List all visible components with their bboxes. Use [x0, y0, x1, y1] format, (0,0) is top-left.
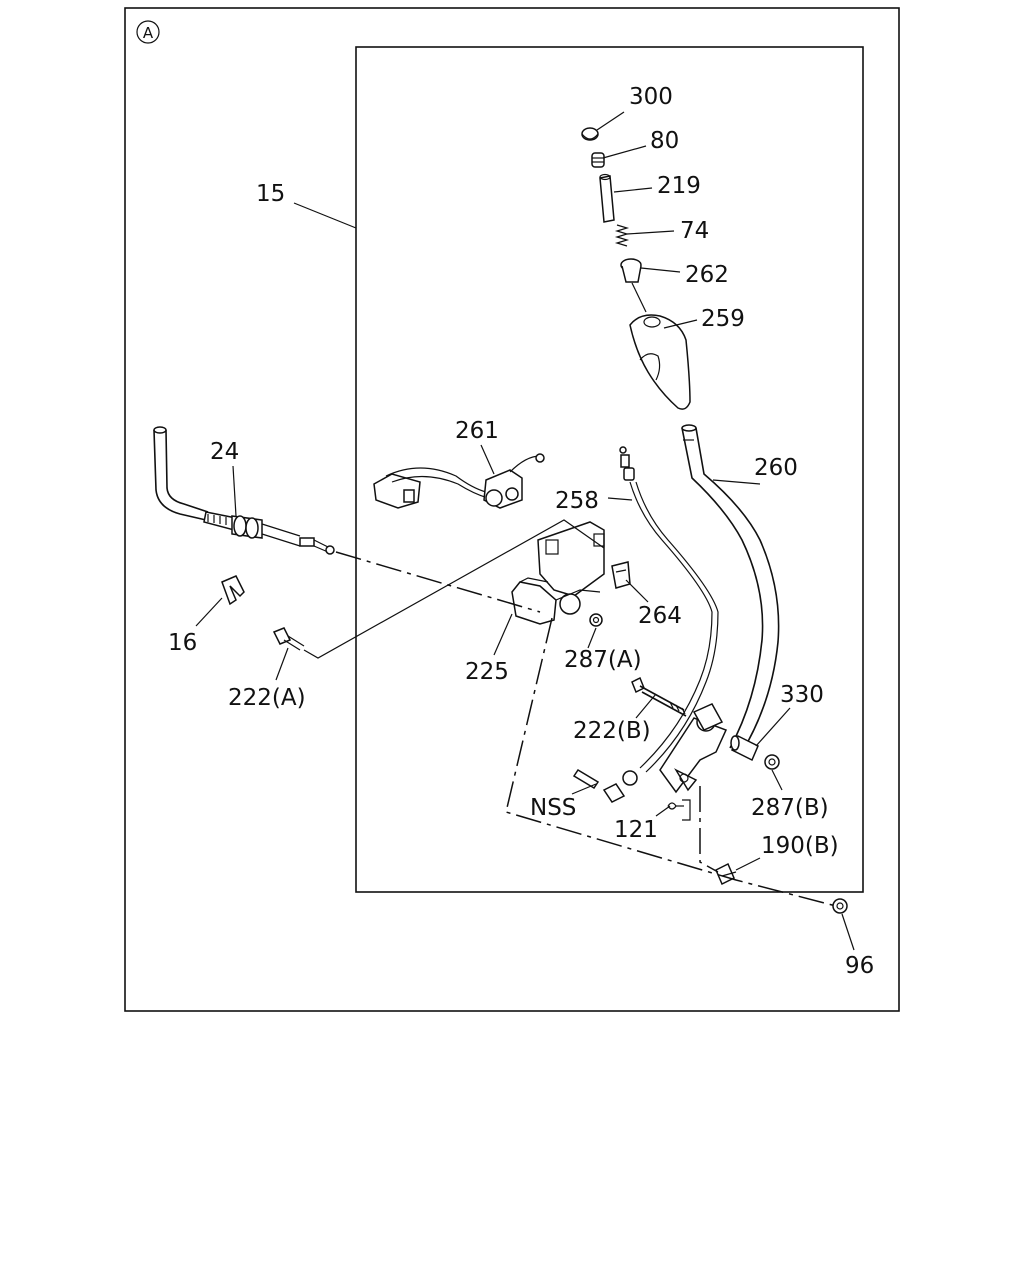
nut-part-80 [591, 152, 605, 168]
phantom-line-bolt-190 [699, 786, 719, 873]
phantom-line-bolt-a [303, 519, 605, 659]
callout-nss: NSS [530, 795, 576, 821]
callout-287b: 287(B) [751, 795, 829, 821]
clip-part-264 [611, 561, 631, 589]
callout-264: 264 [638, 603, 682, 629]
callout-300: 300 [629, 84, 673, 110]
callout-80: 80 [650, 128, 679, 154]
pin-part-219 [599, 173, 615, 223]
svg-text:A: A [143, 24, 154, 42]
knob-part-259 [629, 314, 691, 410]
callout-190b: 190(B) [761, 833, 839, 859]
callout-330: 330 [780, 682, 824, 708]
clip-part-16 [221, 575, 245, 606]
callout-225: 225 [465, 659, 509, 685]
callout-96: 96 [845, 953, 874, 979]
callout-121: 121 [614, 817, 658, 843]
cap-part-300 [581, 127, 599, 141]
callout-74: 74 [680, 218, 709, 244]
bolt-part-190b [715, 862, 737, 886]
bushing-part-262 [620, 258, 647, 313]
callout-24: 24 [210, 439, 239, 465]
spring-part-74 [614, 224, 630, 247]
callout-262: 262 [685, 262, 729, 288]
outer-frame [124, 7, 900, 1012]
shifter-base-part-225 [511, 521, 605, 625]
callout-261: 261 [455, 418, 499, 444]
section-marker: A [136, 20, 160, 44]
callout-259: 259 [701, 306, 745, 332]
clip-part-121 [667, 799, 691, 821]
bolt-part-222a [272, 627, 305, 651]
callout-15: 15 [256, 181, 285, 207]
shift-lever-part-260 [681, 424, 780, 753]
callout-258: 258 [555, 488, 599, 514]
callout-222a: 222(A) [228, 685, 306, 711]
callout-260: 260 [754, 455, 798, 481]
harness-part-261 [373, 453, 545, 509]
lever-bracket [659, 703, 728, 794]
phantom-line-nut-96 [505, 617, 837, 907]
callout-219: 219 [657, 173, 701, 199]
pin-part-nss [572, 768, 600, 790]
cable-part-24 [153, 426, 335, 555]
callout-287a: 287(A) [564, 647, 642, 673]
nut-part-287b [764, 754, 780, 770]
bolt-part-222b [631, 676, 687, 717]
callout-222b: 222(B) [573, 718, 651, 744]
nut-part-96 [832, 898, 848, 914]
collar-part-330 [730, 734, 759, 762]
inner-frame [355, 46, 864, 893]
leader-lines [195, 111, 855, 951]
cable-part-258 [602, 446, 719, 803]
phantom-line-cable [335, 551, 541, 613]
nut-part-287a [589, 613, 603, 627]
callout-16: 16 [168, 630, 197, 656]
